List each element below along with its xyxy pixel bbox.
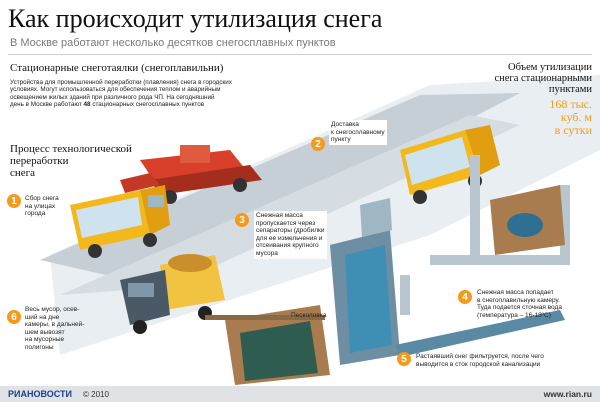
step-5-badge: 5 [397, 352, 411, 366]
stationary-title: Стационарные снеготаялки (снегоплавильни… [10, 62, 224, 74]
road [40, 93, 520, 285]
process-title: Процесс технологической переработки снег… [10, 143, 132, 179]
snow-loader [120, 145, 262, 204]
step-4-badge: 4 [458, 290, 472, 304]
step-1-badge: 1 [7, 194, 21, 208]
pipes [400, 155, 570, 315]
stationary-description: Устройства для промышленной переработки … [10, 79, 232, 109]
sand-trap-pit [205, 305, 330, 385]
dump-truck-yellow [70, 185, 170, 258]
step-1-text: Сбор снега на улицах города [25, 195, 59, 218]
page-subtitle: В Москве работают несколько десятков сне… [10, 37, 336, 49]
site-link[interactable]: www.rian.ru [543, 389, 592, 399]
sewer-channel [395, 310, 565, 357]
footer-bar [0, 386, 600, 402]
sand-trap-label: Песколовка [291, 312, 327, 319]
step-6-badge: 6 [7, 310, 21, 324]
page-title: Как происходит утилизация снега [8, 4, 383, 33]
copyright: © 2010 [83, 390, 109, 399]
step-5-text: Растаявший снег фильтруется, после чего … [416, 353, 544, 368]
step-3-text: Снежная масса пропускается через сепарат… [254, 211, 327, 259]
step-4-text: Снежная масса попадает в снегоплавильную… [477, 289, 562, 319]
volume-title: Объем утилизации снега стационарными пун… [494, 62, 592, 95]
header-divider [8, 54, 592, 55]
step-3-badge: 3 [235, 213, 249, 227]
step-6-text: Весь мусор, осев- ший на дне камеры, в д… [25, 306, 85, 351]
volume-value: 168 тыс. куб. м в сутки [549, 97, 592, 137]
water-tank [490, 185, 565, 255]
ria-logo: РИАНОВОСТИ [8, 389, 72, 399]
step-2-text: Доставка к снегосплавному пункту [329, 120, 387, 145]
garbage-truck [120, 254, 225, 334]
step-2-badge: 2 [311, 137, 325, 151]
melting-chamber [330, 198, 400, 365]
